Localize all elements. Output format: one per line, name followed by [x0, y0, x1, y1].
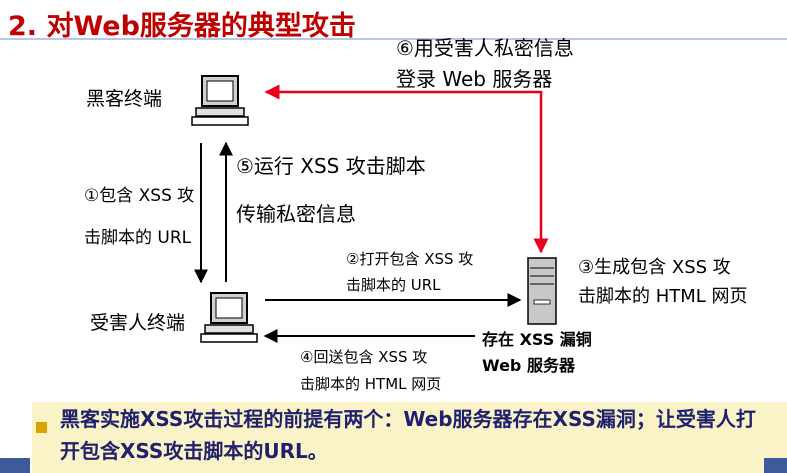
step4-line2: 击脚本的 HTML 网页	[300, 375, 442, 393]
note-text: 黑客实施XSS攻击过程的前提有两个：Web服务器存在XSS漏洞；让受害人打开包含…	[60, 407, 756, 463]
computer-icon	[200, 292, 258, 343]
bullet-icon	[36, 422, 47, 433]
step1-line1: ①包含 XSS 攻	[84, 186, 195, 206]
step6-line2: 登录 Web 服务器	[396, 67, 553, 91]
footer-decoration	[0, 458, 30, 473]
arrow-step6-line	[267, 90, 543, 250]
step5-line1: ⑤运行 XSS 攻击脚本	[236, 154, 426, 178]
step2-line1: ②打开包含 XSS 攻	[346, 250, 474, 268]
computer-icon	[191, 75, 249, 126]
step6-line1: ⑥用受害人私密信息	[396, 36, 574, 60]
step4-line1: ④回送包含 XSS 攻	[300, 348, 428, 366]
title-underline	[0, 38, 787, 40]
note-bar	[32, 402, 787, 473]
step3-line1: ③生成包含 XSS 攻	[578, 257, 731, 278]
page-title: 2. 对Web服务器的典型攻击	[8, 11, 356, 42]
step2-line2: 击脚本的 URL	[346, 276, 441, 294]
server-label-line1: 存在 XSS 漏铜	[482, 330, 592, 349]
step1-line2: 击脚本的 URL	[84, 228, 192, 248]
step5-line2: 传输私密信息	[236, 202, 356, 226]
hacker-terminal-label: 黑客终端	[86, 88, 163, 110]
server-icon	[527, 257, 557, 325]
footer-decoration	[764, 458, 787, 473]
victim-terminal-label: 受害人终端	[90, 312, 186, 334]
step3-line2: 击脚本的 HTML 网页	[578, 286, 748, 307]
server-label-line2: Web 服务器	[482, 356, 575, 375]
